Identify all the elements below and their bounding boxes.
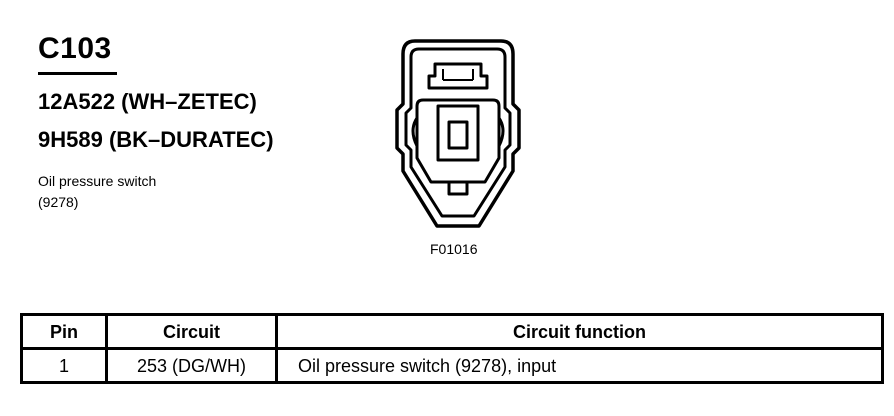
header-pin: Pin <box>20 313 108 350</box>
pin-1-terminal <box>447 120 469 150</box>
cell-circuit-function: Oil pressure switch (9278), input <box>275 347 884 384</box>
table-header-row: Pin Circuit Circuit function <box>20 313 884 350</box>
table-row: 1 253 (DG/WH) Oil pressure switch (9278)… <box>20 347 884 384</box>
connector-outer-shell <box>395 39 521 228</box>
component-description: Oil pressure switch <box>38 173 157 189</box>
latch-left <box>411 117 419 147</box>
keyway <box>447 182 469 196</box>
connector-id-underline <box>38 72 117 75</box>
terminal-housing <box>436 104 480 162</box>
connector-inner-shell <box>404 47 512 218</box>
part-number-wh-zetec: 12A522 (WH–ZETEC) <box>38 89 257 114</box>
connector-id: C103 <box>38 32 112 65</box>
cell-circuit: 253 (DG/WH) <box>105 347 278 384</box>
latch-right <box>497 117 505 147</box>
header-circuit: Circuit <box>105 313 278 350</box>
locking-tab-slot <box>442 69 474 81</box>
component-reference: (9278) <box>38 194 79 210</box>
cell-pin: 1 <box>20 347 108 384</box>
terminal-cavity <box>415 98 501 184</box>
connector-face-diagram <box>395 39 521 228</box>
locking-tab <box>427 62 489 90</box>
figure-code: F01016 <box>430 241 478 257</box>
part-number-bk-duratec: 9H589 (BK–DURATEC) <box>38 127 274 152</box>
pin-table: Pin Circuit Circuit function 1 253 (DG/W… <box>20 313 884 384</box>
header-circuit-function: Circuit function <box>275 313 884 350</box>
